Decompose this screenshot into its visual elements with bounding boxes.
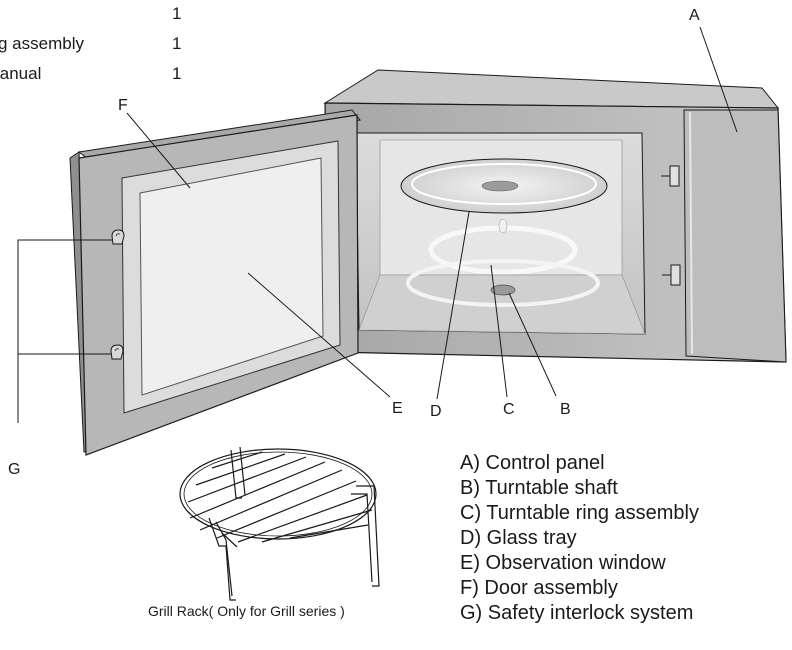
callout-a: A xyxy=(689,7,700,24)
callout-g: G xyxy=(8,461,21,478)
leader-g-top xyxy=(17,239,112,423)
parts-qty-3: 1 xyxy=(172,64,182,83)
microwave-top xyxy=(323,69,780,109)
glass-tray-rim xyxy=(411,163,597,205)
turntable-shaft xyxy=(490,284,516,296)
leader-e xyxy=(247,272,391,398)
leader-b xyxy=(508,292,557,397)
grill-rack-caption: Grill Rack( Only for Grill series ) xyxy=(148,603,345,619)
parts-name-3: lanual xyxy=(0,64,42,83)
glass-tray-hub xyxy=(481,180,519,192)
grill-rack xyxy=(179,446,380,601)
callout-e: E xyxy=(392,400,403,417)
observation-window xyxy=(139,157,324,396)
turntable-track xyxy=(406,259,600,307)
legend-item-a: A) Control panel xyxy=(460,452,605,474)
leader-f xyxy=(126,112,191,189)
legend-item-e: E) Observation window xyxy=(460,552,666,574)
control-panel xyxy=(683,109,787,363)
ring-wheel xyxy=(498,218,508,234)
legend-item-g: G) Safety interlock system xyxy=(460,602,694,624)
callout-b: B xyxy=(560,401,571,418)
leader-d xyxy=(436,211,470,400)
leader-a xyxy=(699,26,738,133)
callout-d: D xyxy=(430,403,442,420)
callout-c: C xyxy=(503,401,515,418)
interlock-hook-bottom xyxy=(110,344,124,360)
legend-item-f: F) Door assembly xyxy=(460,577,618,599)
leader-lines xyxy=(17,26,738,423)
latch-hole-bottom xyxy=(662,264,681,286)
interlock-hook-top xyxy=(111,229,125,245)
callout-f: F xyxy=(118,97,128,114)
parts-qty-1: 1 xyxy=(172,4,182,23)
parts-qty-2: 1 xyxy=(172,34,182,53)
legend-item-d: D) Glass tray xyxy=(460,527,577,549)
legend-item-b: B) Turntable shaft xyxy=(460,477,618,499)
control-panel-highlight xyxy=(689,111,693,355)
latch-hole-top xyxy=(661,165,680,187)
legend-item-c: C) Turntable ring assembly xyxy=(460,502,699,524)
leader-c xyxy=(490,264,508,398)
parts-name-2: g assembly xyxy=(0,34,84,53)
